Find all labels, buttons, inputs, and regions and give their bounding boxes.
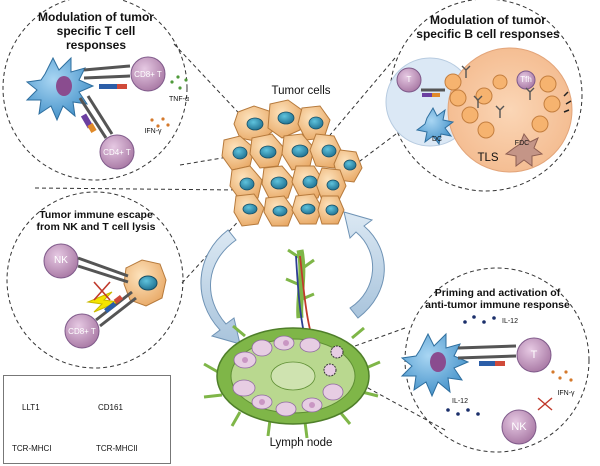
cd8-t-cell-label: CD8+ T [134,70,162,79]
lymph-node-label: Lymph node [269,437,333,449]
priming-ifn-label: IFN-γ [557,390,575,397]
tls-pink-zone [447,47,573,173]
legend-cd161-label: CD161 [98,403,123,412]
b-panel-t-cell-label: T [406,75,412,84]
tnf-alpha-label: TNF-α [169,96,189,103]
cd4-t-cell-label: CD4+ T [103,148,131,157]
escape-cd8-label: CD8+ T [68,327,96,336]
escape-title-line1: Tumor immune escape [39,209,153,221]
priming-title-line2: anti-tumor immune response [425,299,570,312]
t-cell-panel-title: Modulation of tumor specific T cell resp… [26,10,166,52]
b-cell-title-line1: Modulation of tumor [430,13,546,27]
priming-panel-title: Priming and activation of anti-tumor imm… [420,287,575,311]
dc-label: DC [431,136,443,143]
t-cell-title-line1: Modulation of tumor [38,10,154,24]
escape-panel-circle [6,191,184,369]
arrow-to-tumor [343,211,385,319]
tumor-cell-cluster [221,99,363,227]
legend: LLT1 CD161 TCR-MHCI TCR-MHCII [3,375,171,464]
t-cell-title-line2: specific T cell responses [56,23,136,52]
il12-bottom-label: IL-12 [452,398,468,405]
fdc-label: FDC [514,140,530,147]
escape-panel-title: Tumor immune escape from NK and T cell l… [27,209,165,233]
tls-label: TLS [477,152,499,164]
priming-nk-label: NK [511,421,527,433]
il12-top-label: IL-12 [502,318,518,325]
b-cell-panel-art [385,47,573,173]
b-cell-title-line2: specific B cell responses [416,26,560,41]
tumor-cells-label: Tumor cells [271,85,331,97]
tfh-cell-label: Tfh [520,75,532,84]
priming-title-line1: Priming and activation of [434,287,561,299]
escape-panel-art [43,243,167,349]
t-cell-panel-circle [2,0,188,181]
legend-tcr-mhcii-label: TCR-MHCII [96,444,138,453]
escape-nk-label: NK [54,255,68,266]
lymph-node-illustration [203,248,381,439]
escape-title-line2: from NK and T cell lysis [36,221,156,234]
priming-t-cell-label: T [530,349,538,361]
b-cell-panel-title: Modulation of tumor specific B cell resp… [408,13,568,42]
priming-panel-art [400,315,573,445]
ifn-gamma-label: IFN-γ [144,128,162,135]
t-cell-panel-art [25,56,188,170]
legend-tcr-mhci-label: TCR-MHCI [12,444,52,453]
legend-llt1-label: LLT1 [22,403,40,412]
